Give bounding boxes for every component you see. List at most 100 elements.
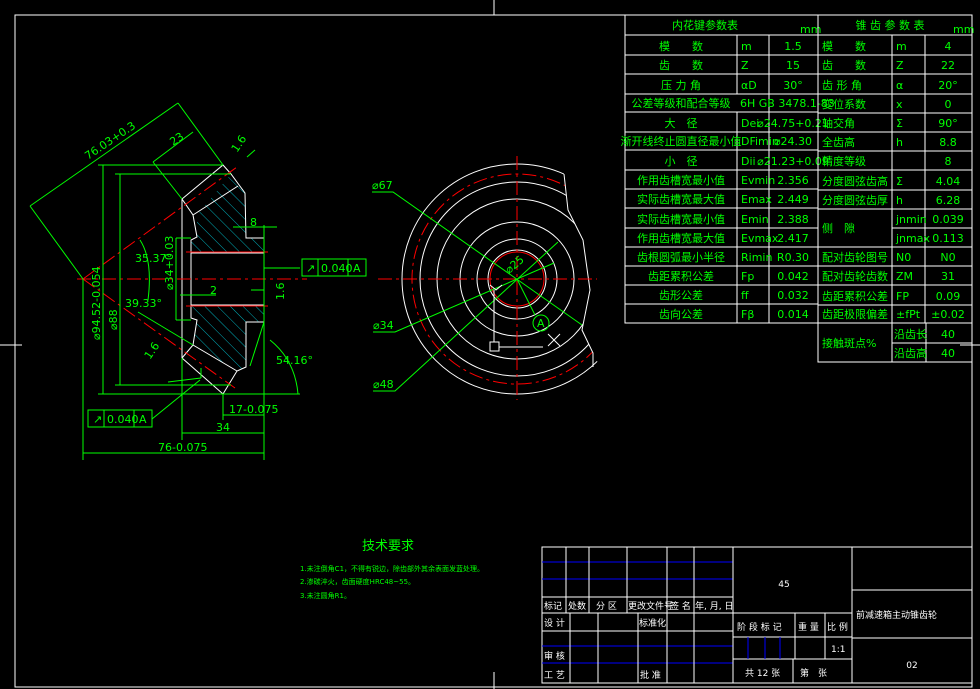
- row-value: 15: [786, 59, 800, 72]
- part-name: 前减速箱主动锥齿轮: [856, 609, 937, 621]
- row-label: 接触斑点%: [822, 336, 876, 350]
- row-value: 0.014: [777, 308, 809, 321]
- row-value: ±0.02: [931, 308, 965, 321]
- scale-label: 比 例: [827, 621, 848, 633]
- row-label: 实际齿槽宽最大值: [637, 192, 725, 206]
- rev-header-sign: 签 名: [670, 600, 691, 612]
- standardize-label: 标准化: [639, 617, 666, 629]
- table-title: 内花键参数表: [672, 18, 738, 32]
- rev-header-count: 处数: [568, 600, 586, 612]
- rev-header-doc: 更改文件号: [628, 600, 673, 612]
- row-value: 40: [941, 347, 955, 360]
- row-label: 配对齿轮齿数: [822, 269, 888, 283]
- roughness-back: 1.6: [142, 340, 163, 362]
- centerlines: [77, 166, 307, 389]
- row-symbol: ±fPt: [896, 308, 921, 321]
- runout-icon: ↗: [306, 262, 315, 275]
- row-value: 6.28: [936, 194, 961, 207]
- material: 45: [778, 580, 789, 590]
- gear-end-view[interactable]: ⌀67 ⌀34 ⌀48 ⌀25 A: [372, 156, 632, 400]
- row-value: 31: [941, 270, 955, 283]
- table-border: [817, 14, 973, 363]
- row-label: 作用齿槽宽最小值: [637, 173, 725, 187]
- table-title: 锥 齿 参 数 表: [856, 18, 925, 32]
- row-value: 90°: [938, 117, 958, 130]
- row-value: 2.449: [777, 193, 809, 206]
- runout-tolerance-frame-bottom[interactable]: ↗ 0.040 A: [87, 409, 153, 428]
- row-value: 1.5: [784, 40, 802, 53]
- rev-header-mark: 标记: [544, 600, 562, 612]
- tolerance-datum: A: [139, 413, 147, 426]
- technical-requirements: 技术要求 1.未注倒角C1，不得有锐边，除齿部外其余表面发蓝处理。 2.渗碳淬火…: [300, 539, 484, 600]
- row-label: 齿距累积公差: [648, 269, 714, 283]
- hatch-lower: [191, 305, 264, 371]
- row-label: 齿 形 角: [822, 79, 862, 92]
- gear-section-view[interactable]: 76.03+0.3 23 1.6 8 35.37° 39.33° ⌀34+0.0…: [29, 102, 367, 460]
- row-value: 6H GB 3478.1-83: [740, 97, 835, 110]
- row-value: 22: [941, 59, 955, 72]
- design-label: 设 计: [544, 617, 565, 629]
- row-value: ⌀21.23+0.09: [757, 155, 829, 168]
- tolerance-value: 0.040: [321, 262, 353, 275]
- dim-length-34: 34: [216, 421, 230, 434]
- label-d67: ⌀67: [372, 179, 393, 192]
- dim-length-17: 17-0.075: [229, 403, 278, 416]
- row-symbol: Rimin: [741, 251, 772, 264]
- row-symbol: Fβ: [741, 308, 754, 321]
- row-symbol: h: [896, 136, 903, 149]
- row-value: R0.30: [777, 251, 809, 264]
- row-value: N0: [940, 251, 955, 264]
- row-label: 齿距极限偏差: [822, 307, 888, 321]
- row-label: 公差等级和配合等级: [632, 96, 731, 110]
- tech-item: 2.渗碳淬火，齿面硬度HRC48~55。: [300, 577, 415, 586]
- cut-edge: [563, 173, 594, 367]
- approve-label: 批 准: [640, 669, 661, 681]
- row-label: 齿距累积公差: [822, 289, 888, 303]
- dim-bore-dia: ⌀34+0.03: [163, 236, 176, 290]
- row-label: 变位系数: [822, 97, 866, 111]
- dim-dia-88: ⌀88: [107, 309, 120, 330]
- row-label: 全齿高: [822, 135, 855, 149]
- row-label: 分度圆弦齿高: [822, 174, 888, 188]
- row-symbol: m: [896, 40, 907, 53]
- row-symbol: 沿齿长: [894, 328, 927, 341]
- row-value: 20°: [938, 79, 958, 92]
- row-label: 精度等级: [822, 154, 866, 168]
- row-symbol: N0: [896, 251, 911, 264]
- roughness-top: 1.6: [229, 133, 250, 155]
- dim-slant-length: 76.03+0.3: [82, 119, 138, 162]
- hatch-upper: [191, 174, 264, 253]
- row-label: 齿根圆弧最小半径: [637, 250, 725, 264]
- row-symbol: Z: [896, 59, 904, 72]
- row-value: 2.417: [777, 232, 809, 245]
- weight-label: 重 量: [798, 621, 819, 633]
- row-symbol: Emin: [741, 213, 769, 226]
- row-symbol: αD: [741, 79, 757, 92]
- row-value: 8.8: [939, 136, 957, 149]
- row-symbol: Evmax: [741, 232, 779, 245]
- row-symbol: ff: [741, 289, 749, 302]
- row-symbol: jnmax: [895, 232, 930, 245]
- row-value: 40: [941, 328, 955, 341]
- row-label: 齿形公差: [659, 288, 703, 302]
- row-symbol: Σ: [896, 175, 903, 188]
- drawing-number: 02: [906, 661, 917, 671]
- rev-header-zone: 分 区: [596, 601, 617, 612]
- row-label: 实际齿槽宽最小值: [637, 212, 725, 226]
- row-symbol: Dii: [741, 155, 756, 168]
- dim-outer-dia: ⌀94.52-0.054: [90, 266, 103, 340]
- table-unit: mm: [800, 23, 821, 36]
- row-symbol: Fp: [741, 270, 754, 283]
- row-label: 侧 隙: [822, 221, 855, 235]
- runout-tolerance-frame-right[interactable]: ↗ 0.040 A: [301, 258, 367, 277]
- row-symbol: jnmin: [895, 213, 927, 226]
- dim-angle-3: 54.16°: [276, 354, 313, 367]
- row-symbol: α: [896, 79, 903, 92]
- row-symbol: Evmin: [741, 174, 775, 187]
- ucs-icon: [489, 284, 561, 352]
- row-label: 齿向公差: [659, 307, 703, 321]
- row-symbol: Dei: [741, 117, 759, 130]
- dim-face-width: 23: [167, 130, 186, 149]
